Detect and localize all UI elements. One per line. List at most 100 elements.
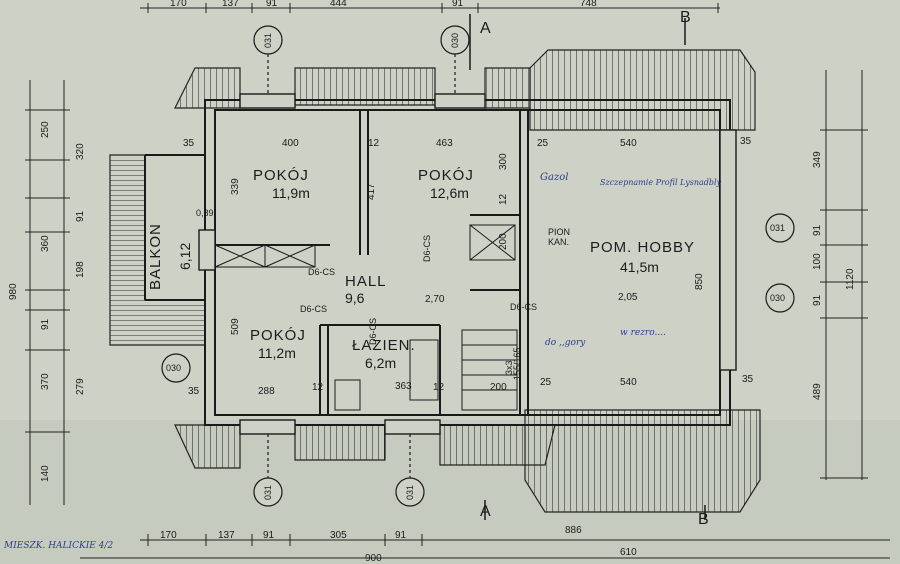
label-kan: KAN. [548,237,569,247]
dim-right-c: 100 [812,253,823,270]
dim-bottom-b: 137 [218,530,235,541]
dim-left-c: 360 [40,235,51,252]
dim-left-h: 279 [75,378,86,395]
dim-bottom-f: 886 [565,525,582,536]
section-b-top: B [680,9,691,26]
dim-bottom-c: 91 [263,530,275,541]
marker-031-bottom: 031 [405,485,415,500]
room-area-pokoj-1: 11,9m [272,185,310,201]
dim-left-i: 140 [40,465,51,482]
top-dimension-chain [140,3,720,13]
dim-inner-25a: 25 [537,138,549,149]
section-a-bottom: A [480,503,491,520]
dim-bottom-e: 91 [395,530,407,541]
room-area-hobby: 41,5m [620,259,659,275]
marker-031-right: 031 [770,223,785,233]
dim-inner-25b: 25 [540,377,552,388]
dim-top-e: 91 [452,0,464,9]
left-dimension-chain [25,80,70,505]
dim-left-g: 370 [40,373,51,390]
dim-inner-35d: 35 [742,374,754,385]
dim-left-d: 91 [75,210,86,222]
room-area-balkon: 6,12 [177,243,193,270]
dim-inner-3x3: 3x3 [504,360,514,375]
dim-inner-339: 339 [230,178,241,195]
dim-right-b: 91 [812,224,823,236]
marker-030-left: 030 [166,363,181,373]
section-b-bottom: B [698,511,709,528]
section-a-top: A [480,20,491,37]
dim-right-d: 91 [812,294,823,306]
room-area-lazienka: 6,2m [365,355,396,371]
right-dimension-chain [820,70,868,480]
room-area-pokoj-3: 11,2m [258,345,296,361]
dim-right-total: 1120 [845,268,856,290]
door-label-3: D6-CS [422,235,432,262]
dim-left-b: 320 [75,143,86,160]
section-lines [469,14,706,520]
dim-inner-12d: 12 [498,193,509,205]
marker-031-top-left: 031 [263,33,273,48]
dim-inner-35b: 35 [188,386,200,397]
dim-inner-463: 463 [436,138,453,149]
door-label-4: D6-CS [510,302,537,312]
stairs-and-ducts [214,224,518,411]
dim-bottom-total: 900 [365,553,382,564]
dim-inner-35a: 35 [183,138,195,149]
room-name-balkon: BALKON [147,223,164,290]
room-name-pokoj-3: POKÓJ [250,327,306,344]
label-pion: PION [548,227,570,237]
door-label-1: D6-CS [308,267,335,277]
level-2-70: 2,70 [425,294,445,305]
marker-030-top: 030 [450,33,460,48]
room-name-hobby: POM. HOBBY [590,239,695,256]
level-2-05: 2,05 [618,292,638,303]
room-area-hall: 9,6 [345,290,365,306]
dim-inner-540b: 540 [620,377,637,388]
door-label-2: D6-CS [300,304,327,314]
dim-right-e: 489 [812,383,823,400]
handwriting-gazol: Gazol [540,172,568,183]
room-name-lazienka: ŁAZIEN. [352,337,416,354]
dim-inner-509: 509 [230,318,241,335]
dim-inner-400: 400 [282,138,299,149]
dim-inner-417: 417 [366,183,377,200]
dim-inner-12b: 12 [312,382,324,393]
dim-inner-363: 363 [395,381,412,392]
dim-inner-200b: 200 [498,233,509,250]
dim-inner-155-165: 155/165 [512,347,522,380]
room-area-pokoj-2: 12,6m [430,185,469,201]
windows [198,93,737,435]
dim-inner-089: 0,89 [196,208,214,218]
dim-top-a: 170 [170,0,187,9]
dim-inner-200a: 200 [490,382,507,393]
dim-top-d: 444 [330,0,347,9]
room-name-pokoj-2: POKÓJ [418,167,474,184]
dim-left-a: 250 [40,121,51,138]
room-name-pokoj-1: POKÓJ [253,167,309,184]
dim-left-e: 198 [75,261,86,278]
dim-bottom-a: 170 [160,530,177,541]
marker-030-right: 030 [770,293,785,303]
dim-bottom-d: 305 [330,530,347,541]
dim-left-f: 91 [40,318,51,330]
room-name-hall: HALL [345,273,387,290]
dim-inner-540a: 540 [620,138,637,149]
dim-inner-35c: 35 [740,136,752,147]
handwriting-profil: Szczepnamie Profil Lysnadbly [600,178,722,187]
dim-inner-288: 288 [258,386,275,397]
dim-right-a: 349 [812,151,823,168]
door-label-5: D6-CS [368,318,378,345]
dim-top-b: 137 [222,0,239,9]
dim-top-f: 748 [580,0,597,9]
dim-inner-850: 850 [694,273,705,290]
dim-inner-12c: 12 [433,382,445,393]
dim-bottom-g: 610 [620,547,637,558]
dim-left-total: 980 [8,283,19,300]
dim-inner-12a: 12 [368,138,380,149]
handwriting-do-gory: do ,,gory [545,338,586,348]
dim-inner-300: 300 [498,153,509,170]
bottom-dimension-chain [80,534,890,559]
handwriting-w-rezro: w rezro.... [620,328,666,338]
